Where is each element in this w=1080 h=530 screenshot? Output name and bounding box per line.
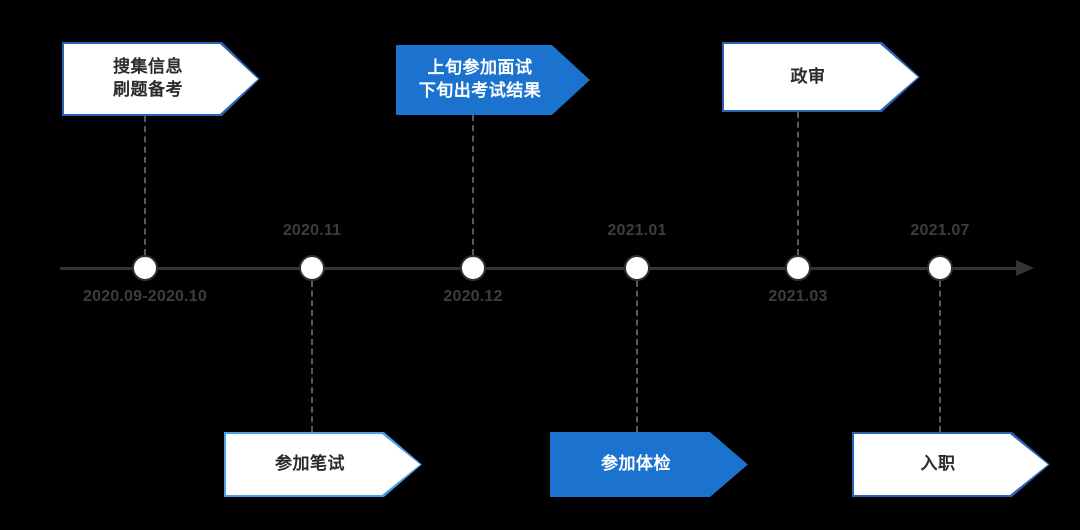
banner-label-line: 参加笔试 xyxy=(275,454,345,474)
banner-written-exam[interactable]: 参加笔试 xyxy=(224,432,422,497)
timeline-axis xyxy=(60,267,1020,270)
connector-line xyxy=(144,116,146,255)
connector-line xyxy=(311,281,313,432)
timeline-axis-arrow-icon xyxy=(1016,260,1034,276)
timeline-node-dot[interactable] xyxy=(624,255,650,281)
banner-label-line: 上旬参加面试 xyxy=(427,58,533,78)
banner-political-review[interactable]: 政审 xyxy=(722,42,920,112)
banner-fill xyxy=(724,44,918,110)
banner-label-line: 下旬出考试结果 xyxy=(418,81,542,100)
timeline-node-dot[interactable] xyxy=(460,255,486,281)
timeline-node-dot[interactable] xyxy=(785,255,811,281)
connector-line xyxy=(939,281,941,432)
timeline-node-label: 2020.09-2020.10 xyxy=(83,288,207,305)
banner-fill xyxy=(398,47,588,113)
banner-label-line: 入职 xyxy=(920,454,956,474)
banner-fill xyxy=(226,434,420,495)
timeline-node-label: 2021.01 xyxy=(607,222,667,239)
timeline-node-label: 2021.03 xyxy=(768,288,828,305)
banner-label-line: 刷题备考 xyxy=(113,80,183,99)
connector-line xyxy=(472,115,474,255)
banner-label: 入职 xyxy=(921,453,982,476)
banner-label: 参加体检 xyxy=(601,453,697,476)
banner-label-line: 政审 xyxy=(790,66,826,86)
banner-label: 参加笔试 xyxy=(275,453,371,476)
connector-line xyxy=(636,281,638,432)
connector-line xyxy=(797,112,799,255)
timeline-node-label: 2021.07 xyxy=(910,222,970,239)
banner-fill xyxy=(552,434,746,495)
banner-label: 上旬参加面试下旬出考试结果 xyxy=(419,57,568,103)
banner-collect-info[interactable]: 搜集信息刷题备考 xyxy=(62,42,260,116)
banner-onboarding[interactable]: 入职 xyxy=(852,432,1050,497)
banner-interview-results[interactable]: 上旬参加面试下旬出考试结果 xyxy=(396,45,590,115)
timeline-node-dot[interactable] xyxy=(132,255,158,281)
banner-label-line: 搜集信息 xyxy=(113,57,183,77)
banner-fill xyxy=(64,44,258,114)
banner-label: 政审 xyxy=(791,66,852,89)
banner-label-line: 参加体检 xyxy=(601,454,671,474)
timeline-node-dot[interactable] xyxy=(927,255,953,281)
timeline-node-dot[interactable] xyxy=(299,255,325,281)
banner-medical-exam[interactable]: 参加体检 xyxy=(550,432,748,497)
timeline-node-label: 2020.11 xyxy=(282,222,342,239)
timeline-node-label: 2020.12 xyxy=(443,288,503,305)
banner-fill xyxy=(854,434,1048,495)
banner-label: 搜集信息刷题备考 xyxy=(113,56,209,102)
